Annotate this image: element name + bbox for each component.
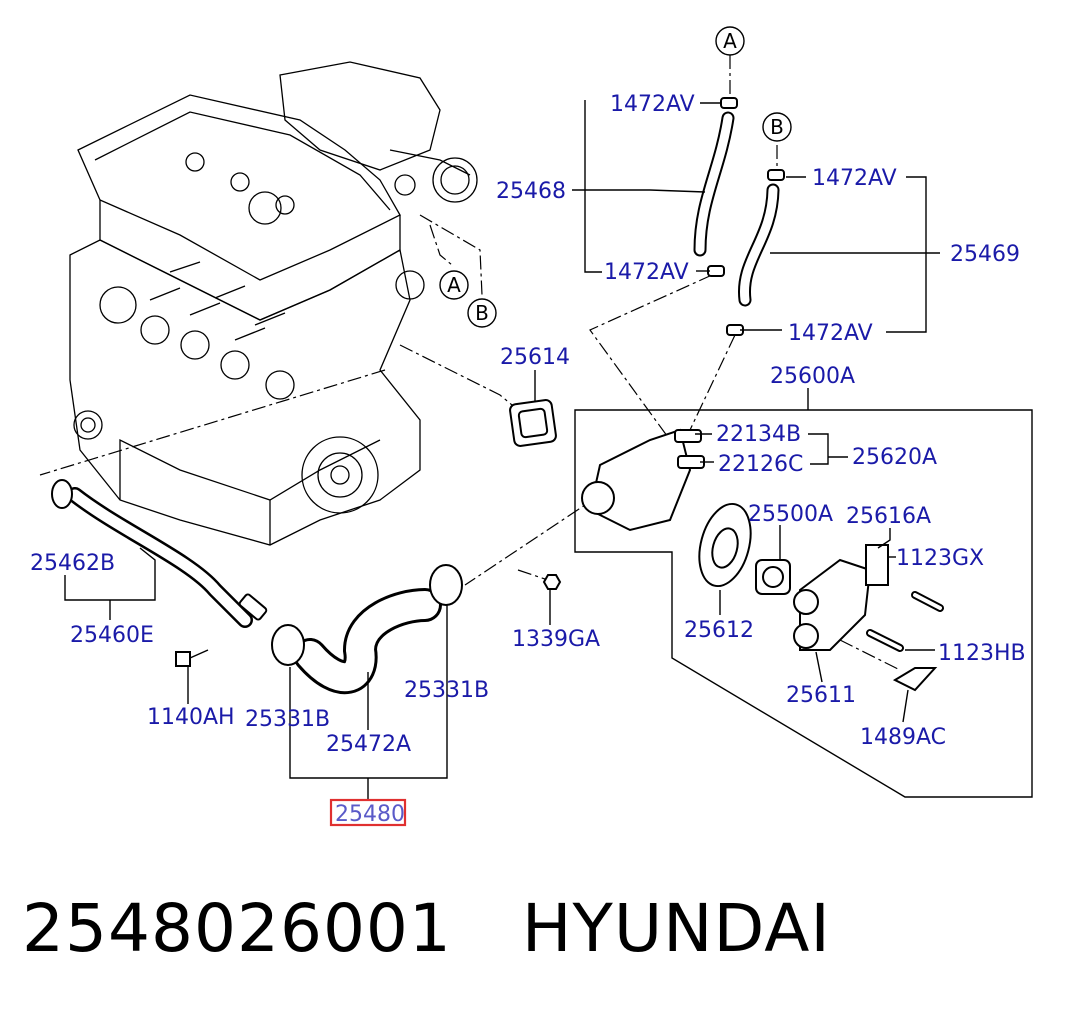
label-22126c: 22126C [718, 452, 803, 477]
callout-letter-b-top: B [762, 112, 792, 142]
svg-text:B: B [475, 301, 489, 325]
lower-pipe-and-hose [51, 479, 562, 695]
label-25462b: 25462B [30, 551, 115, 576]
thermostat-housing-group [509, 399, 944, 692]
label-leaders [64, 100, 940, 800]
label-1339ga: 1339GA [512, 627, 600, 652]
label-25331b-right: 25331B [404, 678, 489, 703]
label-25620a: 25620A [852, 445, 937, 470]
label-1140ah: 1140AH [147, 705, 235, 730]
label-25616a: 25616A [846, 504, 931, 529]
label-25460e: 25460E [70, 623, 154, 648]
label-1472av-mid-left: 1472AV [604, 260, 689, 285]
label-1472av-mid-right: 1472AV [788, 321, 873, 346]
label-1472av-top-right: 1472AV [812, 166, 897, 191]
label-25612: 25612 [684, 618, 754, 643]
label-25472a: 25472A [326, 732, 411, 757]
svg-text:A: A [447, 273, 461, 297]
group-box-25600a [574, 409, 1033, 798]
footer-brand: HYUNDAI [521, 890, 831, 967]
label-1123hb: 1123HB [938, 641, 1026, 666]
label-25468: 25468 [496, 179, 566, 204]
highlighted-part-25480[interactable]: 25480 [329, 798, 407, 827]
label-1489ac: 1489AC [860, 725, 946, 750]
label-25614: 25614 [500, 345, 570, 370]
svg-text:B: B [770, 115, 784, 139]
upper-hoses [693, 97, 785, 336]
footer-caption: 2548026001 HYUNDAI [22, 890, 831, 967]
parts-diagram: A B A B 1472AV 1472AV 25468 25469 1472AV… [30, 26, 1033, 827]
footer-part-number: 2548026001 [22, 890, 452, 967]
label-1123gx: 1123GX [896, 546, 984, 571]
label-22134b: 22134B [716, 422, 801, 447]
label-25600a: 25600A [770, 364, 855, 389]
label-25469: 25469 [950, 242, 1020, 267]
label-1472av-top-left: 1472AV [610, 92, 695, 117]
label-25611: 25611 [786, 683, 856, 708]
callout-letter-a-engine: A [439, 270, 469, 300]
label-25480: 25480 [335, 802, 405, 827]
callout-letter-b-engine: B [467, 298, 497, 328]
label-25331b-left: 25331B [245, 707, 330, 732]
label-25500a: 25500A [748, 502, 833, 527]
dashed-leaders [39, 55, 901, 671]
svg-text:A: A [723, 29, 737, 53]
engine-block [69, 61, 478, 546]
callout-letter-a-top: A [715, 26, 745, 56]
